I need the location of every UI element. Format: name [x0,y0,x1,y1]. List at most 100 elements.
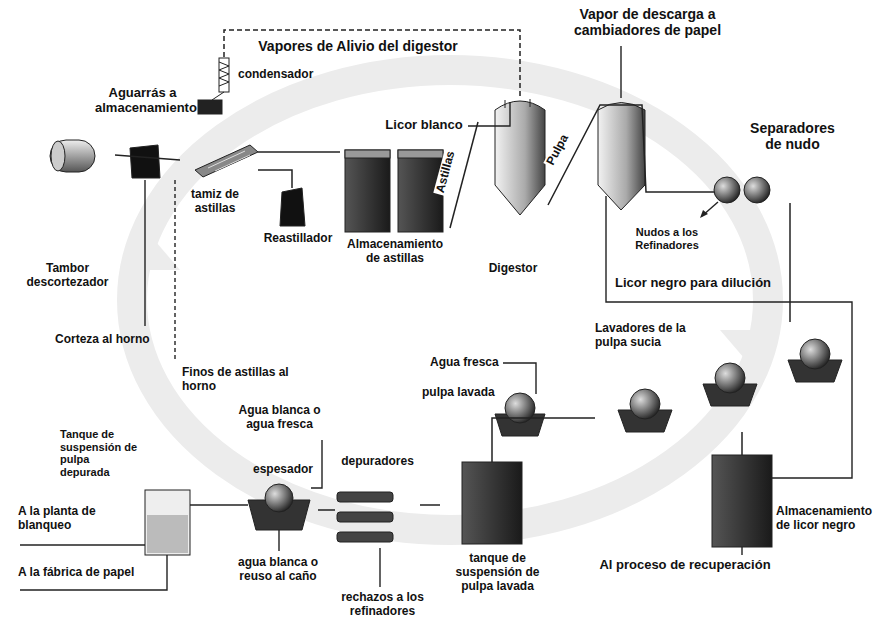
loop-band [132,70,768,530]
equipment-label: Lavadores de la pulpa sucia [595,322,693,350]
equipment-label: Separadores de nudo [745,120,840,152]
recovery-line [741,547,742,555]
equipment-node: condensador [216,58,320,92]
drum-end [51,141,65,171]
flow-note: Aguarrás a almacenamiento [95,86,190,116]
black-liquor-tank [712,455,772,547]
equipment-label: Almacenamiento de astillas [340,238,450,266]
condenser-body [219,58,229,92]
flow-note: Licor negro para dilución [615,276,787,291]
process-connector [450,122,478,228]
blow-tank [598,103,645,211]
process-lines [20,46,852,590]
flow-note: A la fábrica de papel [18,566,153,580]
equipment-node: espesador [248,463,318,530]
washed-pulp-tank [462,462,522,544]
knotter [744,177,770,203]
chipper [130,145,160,178]
equipment-node: Lavadores de la pulpa sucia [595,322,845,432]
equipment-node: Tambor descortezador [20,140,115,290]
equipment-node: Almacenamiento de astillas [340,150,450,266]
bark-line [144,180,145,326]
process-connector [548,105,714,205]
equipment-node: Tanque de suspensión de pulpa depurada [60,428,190,555]
process-connector [115,155,180,160]
knots-arrowhead [700,210,708,218]
to-bleach-line [20,544,145,545]
flow-note: Agua blanca o agua fresca [232,404,327,432]
process-connector [318,509,335,511]
equipment-node: Separadores de nudo [714,120,840,203]
process-connector [224,30,520,96]
silo-top [398,150,443,158]
equipment-node: tamiz de astillas [180,145,258,216]
equipment-node: Almacenamiento de licor negro [712,455,876,547]
flow-note: pulpa lavada [422,386,502,400]
knotter [714,177,740,203]
sewer-line [278,530,279,551]
equipment-label: Digestor [478,262,548,276]
process-connector [789,203,791,322]
flow-label: Astillas [433,148,458,197]
equipment-label: tanque de suspensión de pulpa lavada [440,552,555,593]
screen-unit [337,512,393,522]
washer-drum [715,363,745,393]
background-loop [120,70,780,530]
equipment-label: Tanque de suspensión de pulpa depurada [60,428,138,479]
thickener-drum [265,484,293,512]
equipment-node: depuradores [335,455,420,548]
equipment-label: condensador [238,68,320,82]
process-connector [420,504,440,506]
debarking-drum [50,140,95,172]
screened-pulp-tank [145,490,190,555]
process-connector [741,432,743,455]
process-connector [492,418,595,462]
equipment-label: depuradores [335,455,420,469]
blow-vapor-line [620,46,621,98]
equipment-label: espesador [248,463,318,477]
loop-arrowhead [120,235,180,270]
flow-note: agua blanca o reuso al caño [228,556,328,584]
process-connector [190,504,248,506]
tank-contents [147,515,188,553]
washer-drum [800,339,830,369]
loop-arrowhead [720,330,780,365]
equipment-icons [50,58,842,555]
equipment-label: Reastillador [262,232,334,246]
screen-unit [337,532,393,542]
equipment-node: tanque de suspensión de pulpa lavada [440,462,555,594]
equipment-label: Almacenamiento de licor negro [776,505,876,533]
equipment-node: Digestor [478,96,548,276]
process-connector [258,170,292,188]
fresh-water-line [503,363,536,394]
chip-screen [195,145,258,177]
equipment-node: Reastillador [262,188,334,246]
flow-label: Vapores de Alivio del digestor [256,38,459,54]
digester-nozzle [530,99,531,107]
rejects-line [379,548,380,587]
digester-nozzle [505,100,506,108]
flow-note: Nudos a los Refinadores [628,226,706,251]
digester-vessel [495,101,545,215]
screen-unit [337,492,393,502]
flow-note: Finos de astillas al horno [182,366,292,394]
screen-mesh [215,155,250,171]
condenser-outlet [212,92,224,100]
flow-note: Al proceso de recuperación [595,558,775,573]
process-connector [258,151,340,153]
washer-drum [630,389,660,419]
equipment-label: Tambor descortezador [20,262,115,290]
condenser-coil [219,62,229,86]
flow-label: Pulpa [543,131,572,170]
chip-silo [345,150,390,232]
flow-note: A la planta de blanqueo [18,505,118,533]
flow-note: Corteza al horno [55,333,165,347]
equipment-label: tamiz de astillas [180,188,250,216]
flow-note: rechazos a los refinadores [335,591,430,619]
rechipper [280,188,305,226]
flow-note: Licor blanco [380,118,468,133]
turpentine-tank [198,100,222,114]
white-liquor-line [468,102,510,126]
